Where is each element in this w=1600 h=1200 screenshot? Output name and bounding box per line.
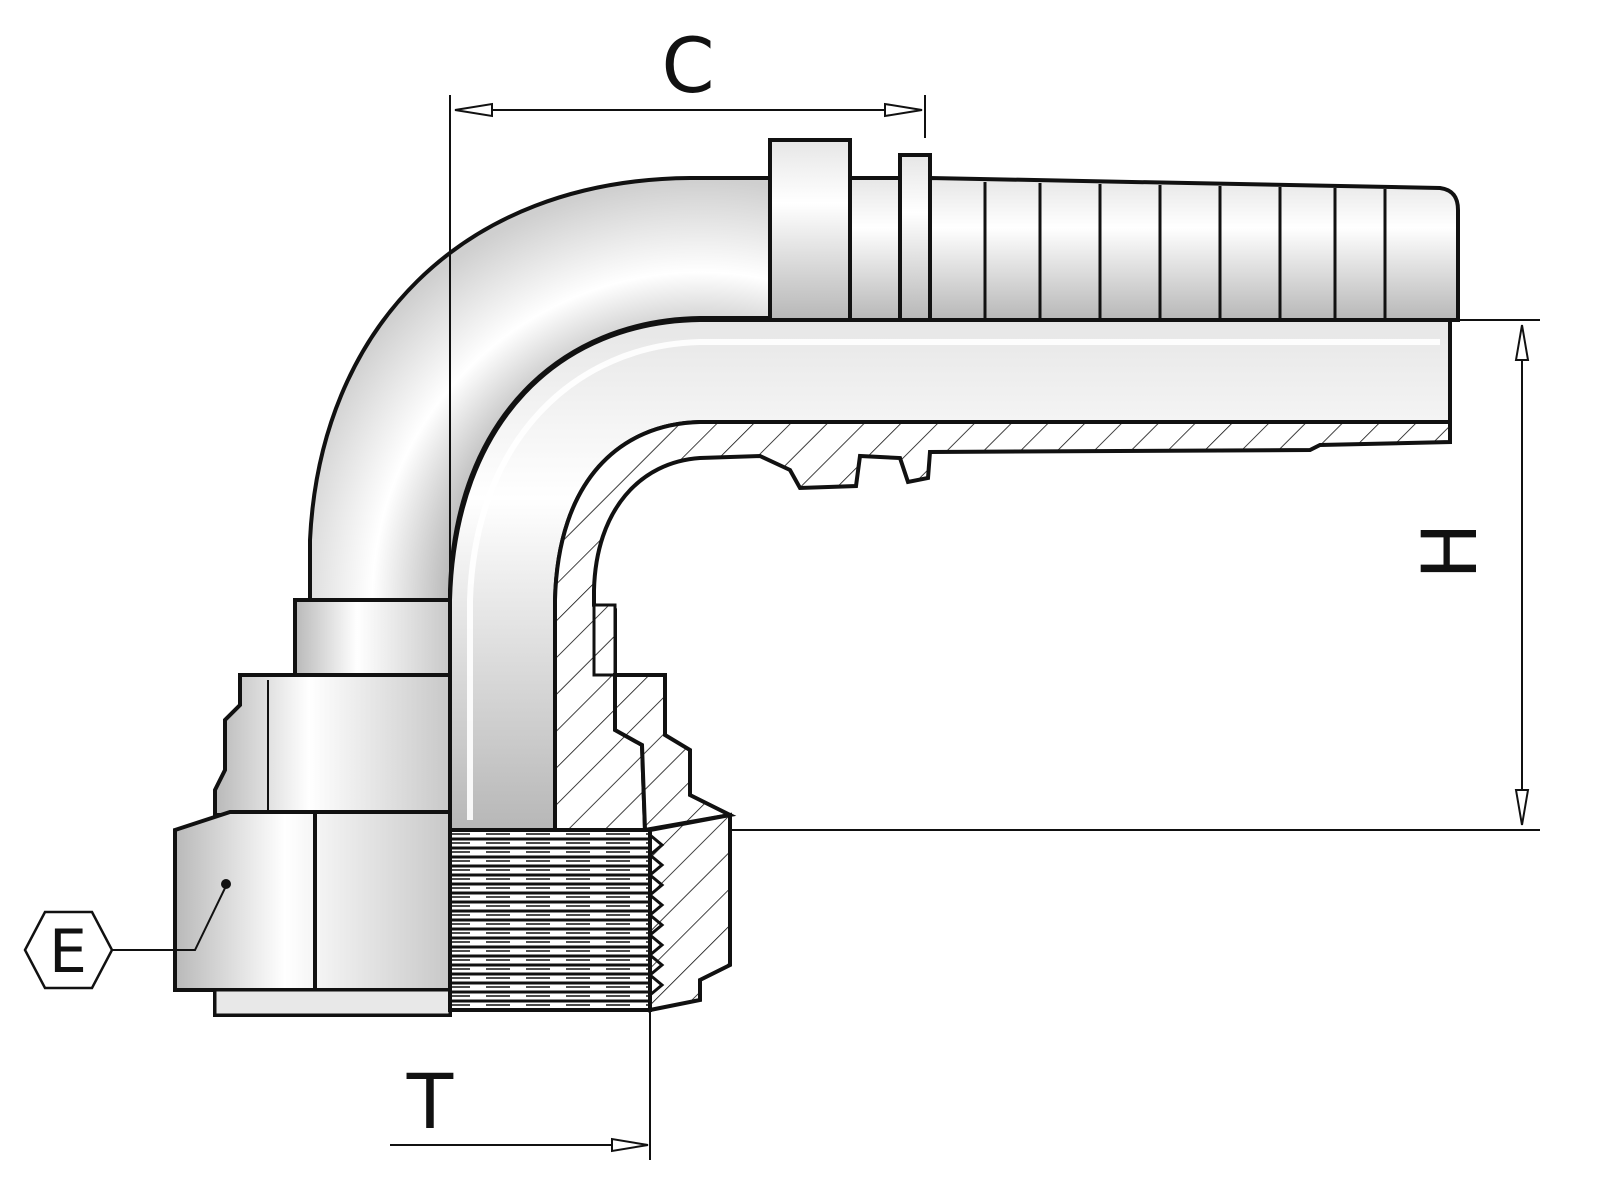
swivel-nut bbox=[213, 673, 737, 833]
dimension-h: H bbox=[730, 319, 1540, 831]
label-t: T bbox=[406, 1057, 454, 1146]
leader-dot bbox=[221, 879, 231, 889]
dimension-t: T bbox=[390, 1010, 651, 1160]
internal-thread bbox=[448, 812, 732, 1013]
label-c: C bbox=[661, 21, 714, 110]
section-wall bbox=[553, 420, 1452, 832]
collar bbox=[293, 598, 617, 677]
hose-barbs bbox=[768, 138, 1460, 322]
hex-nut bbox=[173, 810, 452, 1017]
dimension-c: C bbox=[449, 21, 926, 600]
label-h: H bbox=[1405, 522, 1494, 579]
dimension-e: E bbox=[23, 879, 231, 990]
label-e: E bbox=[49, 917, 87, 987]
